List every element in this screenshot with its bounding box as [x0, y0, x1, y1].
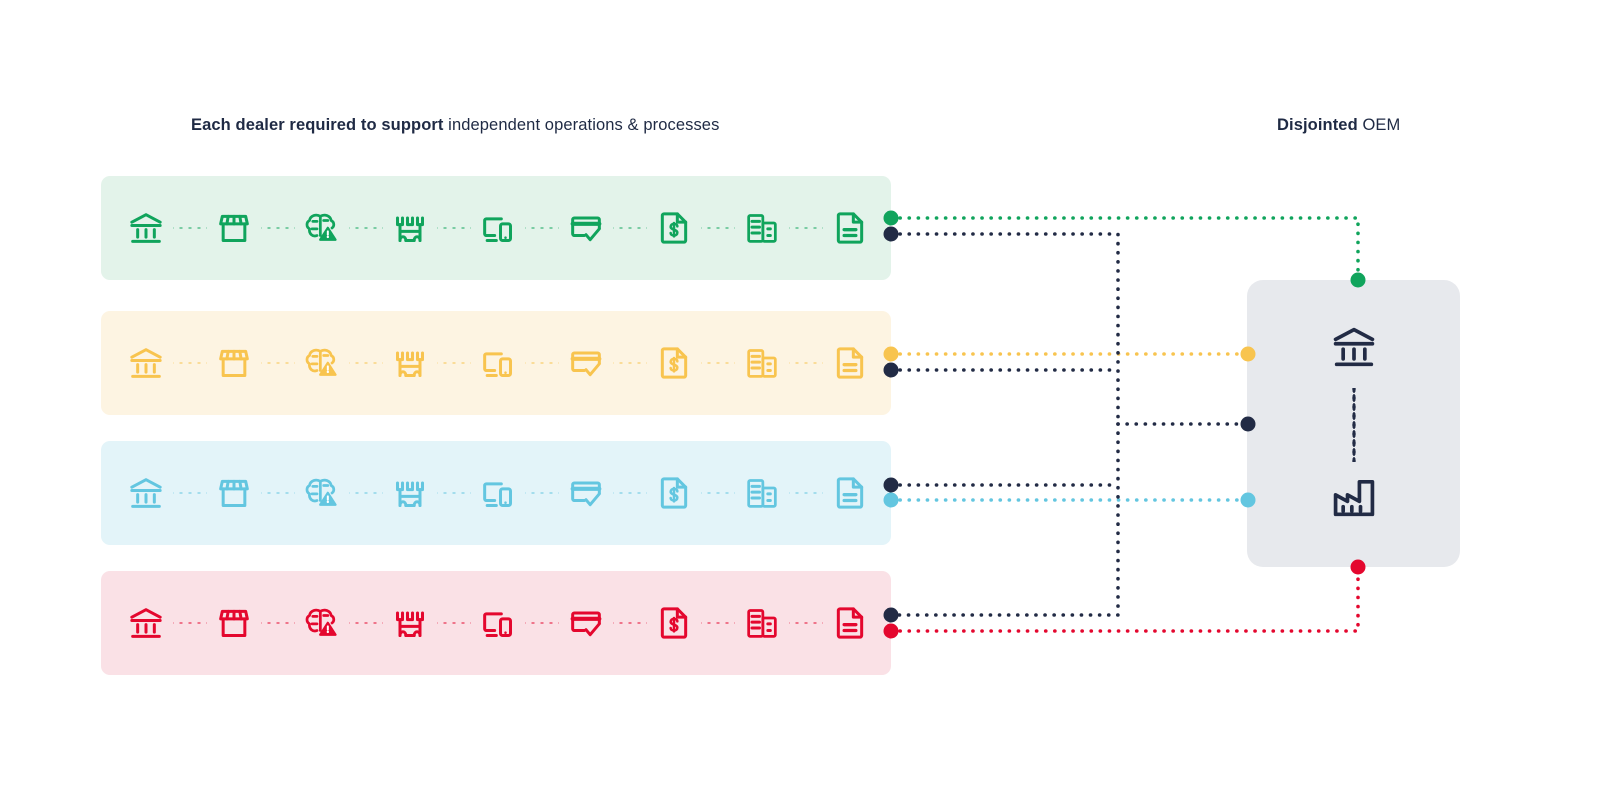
castle-icon — [387, 205, 433, 251]
castle-icon — [387, 600, 433, 646]
dotted-separator — [613, 361, 647, 365]
right-heading-normal: OEM — [1357, 116, 1401, 134]
storefront-icon — [211, 340, 257, 386]
dotted-separator — [349, 621, 383, 625]
brain-alert-icon — [299, 205, 345, 251]
dotted-separator — [261, 361, 295, 365]
dotted-separator — [789, 491, 823, 495]
brain-alert-icon — [299, 340, 345, 386]
dotted-separator — [525, 361, 559, 365]
left-heading-bold: Each dealer required to support — [191, 116, 444, 134]
dotted-separator — [437, 491, 471, 495]
dealer-row-blue — [101, 441, 891, 545]
dotted-separator — [701, 491, 735, 495]
left-heading-normal: independent operations & processes — [443, 116, 720, 134]
connector-red — [889, 565, 1360, 633]
dotted-separator — [701, 621, 735, 625]
left-heading: Each dealer required to support independ… — [191, 116, 719, 135]
document-icon — [827, 470, 873, 516]
dealer-row-amber — [101, 311, 891, 415]
dotted-separator — [261, 621, 295, 625]
invoice-dollar-icon — [651, 340, 697, 386]
bank-icon — [123, 470, 169, 516]
invoice-dollar-icon — [651, 600, 697, 646]
brain-alert-icon — [299, 600, 345, 646]
card-check-icon — [563, 600, 609, 646]
dotted-separator — [173, 491, 207, 495]
oem-internal-link — [1351, 388, 1356, 462]
storefront-icon — [211, 600, 257, 646]
devices-icon — [475, 205, 521, 251]
connector-dark-row-red — [889, 422, 1120, 617]
dotted-separator — [789, 621, 823, 625]
dotted-separator — [437, 621, 471, 625]
right-heading: Disjointed OEM — [1277, 116, 1400, 135]
brain-alert-icon — [299, 470, 345, 516]
dotted-separator — [701, 361, 735, 365]
office-building-icon — [739, 470, 785, 516]
dotted-separator — [437, 226, 471, 230]
devices-icon — [475, 340, 521, 386]
dotted-separator — [789, 361, 823, 365]
document-icon — [827, 205, 873, 251]
card-check-icon — [563, 205, 609, 251]
dotted-separator — [613, 621, 647, 625]
connector-green — [889, 216, 1360, 282]
dealer-row-green — [101, 176, 891, 280]
dotted-separator — [173, 621, 207, 625]
card-check-icon — [563, 470, 609, 516]
document-icon — [827, 600, 873, 646]
dealer-row-red — [101, 571, 891, 675]
dotted-separator — [789, 226, 823, 230]
dotted-separator — [437, 361, 471, 365]
factory-icon — [1327, 470, 1381, 524]
dotted-separator — [525, 621, 559, 625]
dotted-separator — [173, 361, 207, 365]
storefront-icon — [211, 470, 257, 516]
connector-dark-row-green — [889, 232, 1120, 426]
dotted-separator — [173, 226, 207, 230]
bank-icon — [123, 205, 169, 251]
dotted-separator — [349, 226, 383, 230]
dealer-row-red-icons — [101, 571, 891, 675]
dotted-separator — [349, 361, 383, 365]
dotted-separator — [613, 226, 647, 230]
devices-icon — [475, 470, 521, 516]
oem-panel — [1247, 280, 1460, 567]
right-heading-bold: Disjointed — [1277, 116, 1358, 134]
office-building-icon — [739, 205, 785, 251]
office-building-icon — [739, 600, 785, 646]
dealer-row-amber-icons — [101, 311, 891, 415]
dotted-separator — [261, 226, 295, 230]
dotted-separator — [525, 491, 559, 495]
invoice-dollar-icon — [651, 205, 697, 251]
card-check-icon — [563, 340, 609, 386]
bank-icon — [1327, 320, 1381, 374]
dealer-row-green-icons — [101, 176, 891, 280]
document-icon — [827, 340, 873, 386]
dotted-separator — [349, 491, 383, 495]
dotted-separator — [525, 226, 559, 230]
dealer-row-blue-icons — [101, 441, 891, 545]
bank-icon — [123, 340, 169, 386]
dotted-separator — [613, 491, 647, 495]
office-building-icon — [739, 340, 785, 386]
dotted-separator — [701, 226, 735, 230]
castle-icon — [387, 340, 433, 386]
devices-icon — [475, 600, 521, 646]
bank-icon — [123, 600, 169, 646]
invoice-dollar-icon — [651, 470, 697, 516]
dotted-separator — [261, 491, 295, 495]
castle-icon — [387, 470, 433, 516]
storefront-icon — [211, 205, 257, 251]
